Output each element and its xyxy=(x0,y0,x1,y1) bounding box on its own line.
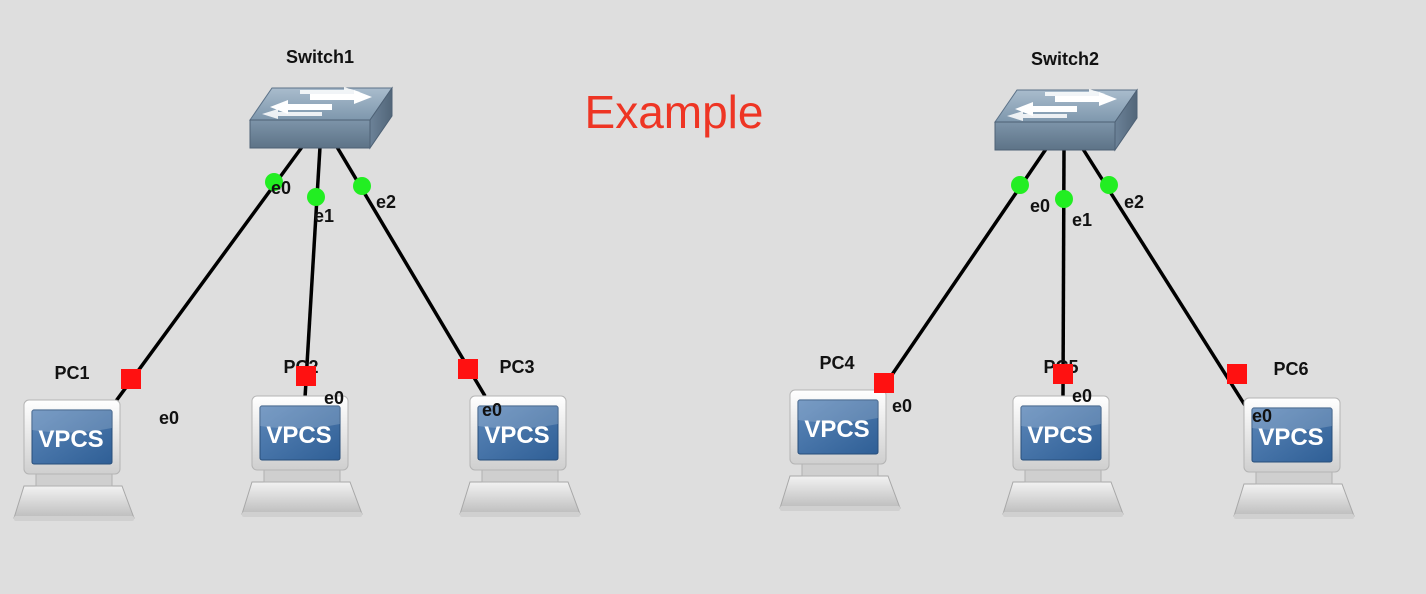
vpcs-screen-text: VPCS xyxy=(38,426,103,453)
port-status-marker xyxy=(874,373,894,393)
switch-port-label: e2 xyxy=(1124,192,1144,212)
vpcs-computer-icon: VPCS xyxy=(779,389,901,511)
port-status-marker xyxy=(296,366,316,386)
pc-label: PC6 xyxy=(1273,359,1308,379)
nodes-layer: Switch1Switch2VPCSPC1VPCSPC2VPCSPC3VPCSP… xyxy=(13,47,1355,521)
port-status-up-marker xyxy=(265,173,283,191)
port-status-up-marker xyxy=(1011,176,1029,194)
vpcs-computer-icon: VPCS xyxy=(1233,397,1355,519)
vpcs-screen-text: VPCS xyxy=(1027,422,1092,449)
vpcs-screen-text: VPCS xyxy=(1258,424,1323,451)
port-status-up-marker xyxy=(1055,190,1073,208)
pc-port-label: e0 xyxy=(482,400,502,420)
vpcs-computer-icon: VPCS xyxy=(241,395,363,517)
switch-port-label: e1 xyxy=(314,206,334,226)
pc-port-label: e0 xyxy=(1252,406,1272,426)
node-pc2[interactable]: VPCS xyxy=(241,395,363,517)
port-markers-layer xyxy=(121,173,1247,393)
switch-icon xyxy=(994,88,1138,152)
vpcs-computer-icon: VPCS xyxy=(13,399,135,521)
switch-port-label: e2 xyxy=(376,192,396,212)
port-status-up-marker xyxy=(307,188,325,206)
node-pc3[interactable]: VPCS xyxy=(459,395,581,517)
vpcs-computer-icon: VPCS xyxy=(1002,395,1124,517)
pc-label: PC3 xyxy=(499,357,534,377)
port-status-marker xyxy=(121,369,141,389)
port-status-up-marker xyxy=(1100,176,1118,194)
switch-icon xyxy=(249,86,393,150)
switch-port-label: e0 xyxy=(1030,196,1050,216)
node-sw1[interactable] xyxy=(249,86,393,150)
pc-label: PC4 xyxy=(819,353,854,373)
pc-port-label: e0 xyxy=(1072,386,1092,406)
vpcs-screen-text: VPCS xyxy=(804,416,869,443)
switch-port-label: e1 xyxy=(1072,210,1092,230)
port-labels-layer: e0 e0 e1 e0 e2 e0 e0 e0 e1 e0 e2 e0 xyxy=(159,178,1272,428)
link-sw2-e2-to-pc6[interactable] xyxy=(1081,148,1255,419)
port-status-up-marker xyxy=(353,177,371,195)
vpcs-computer-icon: VPCS xyxy=(459,395,581,517)
port-status-marker xyxy=(1053,364,1073,384)
pc-port-label: e0 xyxy=(324,388,344,408)
node-pc4[interactable]: VPCS xyxy=(779,389,901,511)
node-pc6[interactable]: VPCS xyxy=(1233,397,1355,519)
node-pc5[interactable]: VPCS xyxy=(1002,395,1124,517)
node-pc1[interactable]: VPCS xyxy=(13,399,135,521)
switch-port-label: e0 xyxy=(271,178,291,198)
vpcs-screen-text: VPCS xyxy=(266,422,331,449)
diagram-title: Example xyxy=(585,86,764,138)
pc-label: PC1 xyxy=(54,363,89,383)
port-status-marker xyxy=(458,359,478,379)
port-status-marker xyxy=(1227,364,1247,384)
switch-label: Switch1 xyxy=(286,47,354,67)
pc-port-label: e0 xyxy=(159,408,179,428)
switch-label: Switch2 xyxy=(1031,49,1099,69)
node-sw2[interactable] xyxy=(994,88,1138,152)
vpcs-screen-text: VPCS xyxy=(484,422,549,449)
pc-port-label: e0 xyxy=(892,396,912,416)
